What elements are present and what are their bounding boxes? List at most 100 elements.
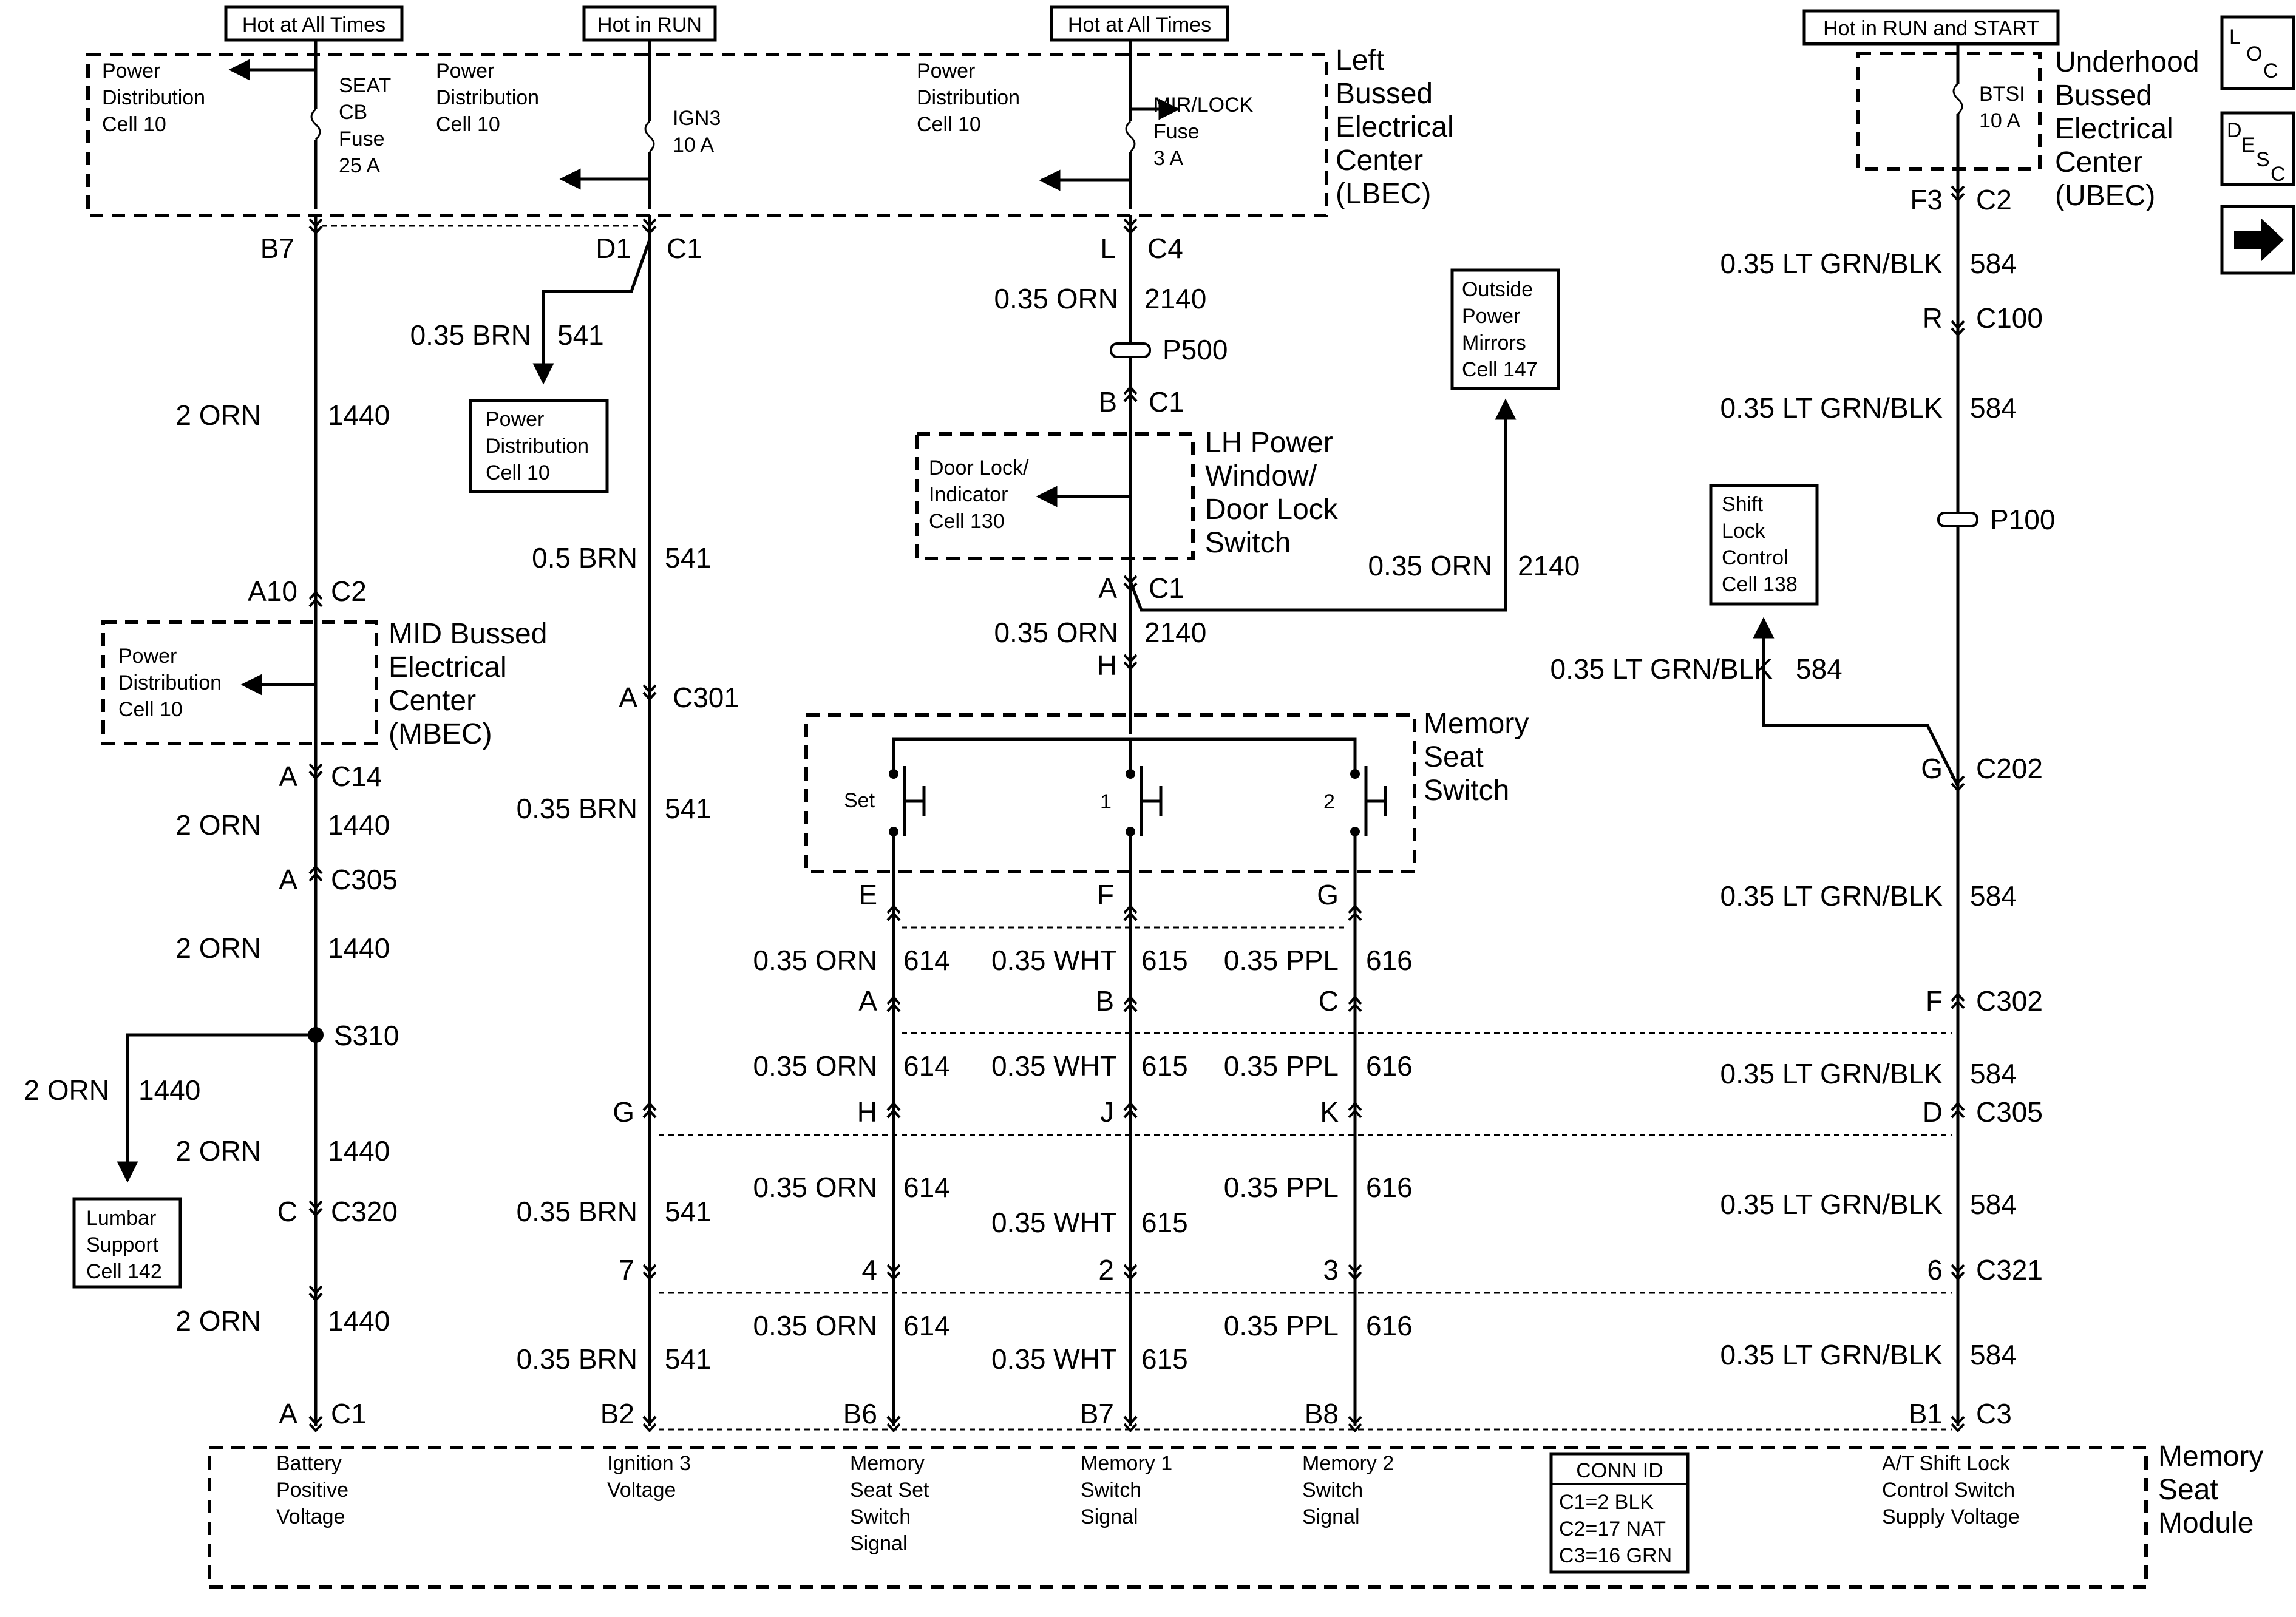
connector-chevron (1123, 575, 1138, 592)
svg-text:4: 4 (861, 1254, 877, 1286)
svg-text:C2: C2 (1976, 184, 2012, 215)
svg-text:615: 615 (1141, 1207, 1188, 1238)
svg-text:0.35 PPL: 0.35 PPL (1224, 944, 1339, 976)
svg-text:Distribution: Distribution (102, 86, 205, 109)
svg-text:Hot in RUN: Hot in RUN (597, 13, 702, 36)
svg-text:Mirrors: Mirrors (1462, 331, 1526, 354)
lbec-box: Left Bussed Electrical Center (LBEC) (86, 44, 1454, 217)
connector-chevron (1123, 385, 1138, 402)
svg-text:A: A (279, 864, 297, 895)
svg-text:6: 6 (1927, 1254, 1943, 1286)
connector-chevron (1123, 1102, 1138, 1119)
svg-text:584: 584 (1970, 1339, 2017, 1371)
svg-text:B8: B8 (1305, 1398, 1339, 1429)
svg-text:Positive: Positive (276, 1479, 348, 1502)
svg-text:Center: Center (1336, 144, 1423, 177)
svg-text:10 A: 10 A (1979, 109, 2020, 132)
svg-text:0.35 ORN: 0.35 ORN (994, 617, 1118, 648)
svg-text:Center: Center (2055, 146, 2142, 178)
svg-text:1440: 1440 (328, 932, 390, 964)
loc-icon[interactable]: L O C (2220, 15, 2295, 90)
svg-text:E: E (2241, 134, 2255, 157)
outside-power-mirrors-ref[interactable]: Outside Power Mirrors Cell 147 (1450, 268, 1560, 390)
svg-text:G: G (1317, 879, 1339, 910)
shift-lock-control-ref[interactable]: Shift Lock Control Cell 138 (1709, 484, 1819, 606)
svg-text:Power: Power (118, 645, 177, 668)
svg-text:Cell 10: Cell 10 (486, 461, 550, 484)
svg-text:0.35 ORN: 0.35 ORN (753, 1171, 877, 1203)
svg-text:Distribution: Distribution (486, 435, 589, 458)
lumbar-support-ref[interactable]: Lumbar Support Cell 142 (72, 1197, 182, 1289)
svg-text:541: 541 (665, 793, 712, 824)
svg-text:616: 616 (1366, 944, 1413, 976)
seat-cb-fuse-label: SEAT CB Fuse 25 A (339, 74, 391, 177)
svg-text:7: 7 (619, 1254, 634, 1286)
svg-text:Cell 138: Cell 138 (1722, 573, 1798, 596)
switch-wire-row-3: 0.35 ORN 614 0.35 WHT 615 0.35 PPL 616 (753, 1171, 1412, 1238)
svg-text:2: 2 (1323, 790, 1335, 813)
svg-text:A: A (619, 682, 637, 713)
mbec-box: MID Bussed Electrical Center (MBEC) Powe… (101, 618, 547, 750)
svg-text:Lumbar: Lumbar (86, 1207, 156, 1230)
connector-chevron (1123, 904, 1138, 921)
module-pin-battery: Battery Positive Voltage (276, 1452, 348, 1528)
svg-text:D1: D1 (596, 232, 631, 264)
svg-text:F: F (1097, 879, 1114, 910)
svg-text:SEAT: SEAT (339, 74, 391, 97)
svg-text:0.35 WHT: 0.35 WHT (991, 1050, 1117, 1082)
svg-text:B1: B1 (1909, 1398, 1943, 1429)
svg-text:K: K (1320, 1096, 1339, 1128)
door-lock-indicator-ref[interactable]: Door Lock/ Indicator Cell 130 (929, 456, 1029, 533)
connector-chevron (1951, 1415, 1965, 1432)
svg-text:615: 615 (1141, 1050, 1188, 1082)
svg-text:C100: C100 (1976, 302, 2043, 334)
svg-text:Door Lock/: Door Lock/ (929, 456, 1029, 480)
svg-text:Signal: Signal (850, 1532, 908, 1555)
svg-text:0.35 ORN: 0.35 ORN (753, 1310, 877, 1341)
svg-text:Cell 142: Cell 142 (86, 1260, 162, 1283)
svg-text:A: A (279, 761, 297, 792)
svg-text:BTSI: BTSI (1979, 83, 2025, 106)
svg-text:1440: 1440 (328, 1305, 390, 1337)
connector-chevron (1348, 1415, 1362, 1432)
svg-text:0.35 LT GRN/BLK: 0.35 LT GRN/BLK (1720, 248, 1943, 279)
connector-chevron (886, 1264, 901, 1281)
connector-chevron (1951, 1102, 1965, 1119)
svg-text:C4: C4 (1147, 232, 1183, 264)
svg-text:Hot at All Times: Hot at All Times (242, 13, 385, 36)
connector-chevron (1123, 654, 1138, 671)
svg-text:Center: Center (389, 685, 476, 717)
svg-text:614: 614 (903, 1050, 950, 1082)
svg-text:Switch: Switch (850, 1505, 911, 1528)
svg-text:0.35 BRN: 0.35 BRN (517, 793, 637, 824)
lh-power-window-switch: LH Power Window/ Door Lock Switch (915, 427, 1339, 560)
svg-text:Fuse: Fuse (339, 127, 385, 151)
svg-text:0.5 BRN: 0.5 BRN (532, 542, 637, 574)
connector-chevron (642, 1415, 657, 1432)
svg-text:Electrical: Electrical (2055, 113, 2173, 145)
svg-text:0.35 WHT: 0.35 WHT (991, 1207, 1117, 1238)
svg-text:Supply Voltage: Supply Voltage (1882, 1505, 2020, 1528)
svg-text:C202: C202 (1976, 753, 2043, 784)
connector-chevron (308, 1415, 323, 1432)
svg-text:Control: Control (1722, 546, 1788, 569)
svg-text:0.35 ORN: 0.35 ORN (1368, 550, 1492, 581)
desc-icon[interactable]: D E S C (2220, 111, 2295, 186)
svg-text:0.35 PPL: 0.35 PPL (1224, 1171, 1339, 1203)
svg-text:A: A (858, 985, 877, 1017)
connector-chevron (642, 1264, 657, 1281)
svg-text:0.35 LT GRN/BLK: 0.35 LT GRN/BLK (1720, 1058, 1943, 1090)
svg-text:Shift: Shift (1722, 493, 1764, 516)
power-distribution-ref[interactable]: Power Distribution Cell 10 (469, 399, 609, 493)
svg-text:Switch: Switch (1424, 775, 1509, 807)
svg-text:O: O (2246, 42, 2262, 66)
svg-text:L: L (2229, 25, 2241, 49)
svg-text:Set: Set (844, 789, 875, 812)
module-pin-set-signal: Memory Seat Set Switch Signal (850, 1452, 929, 1555)
svg-text:C1=2 BLK: C1=2 BLK (1559, 1491, 1654, 1514)
svg-text:0.35 BRN: 0.35 BRN (410, 319, 531, 351)
svg-text:Voltage: Voltage (276, 1505, 345, 1528)
connector-chevron (886, 995, 901, 1012)
next-arrow-icon[interactable] (2220, 205, 2295, 275)
svg-text:584: 584 (1970, 1058, 2017, 1090)
